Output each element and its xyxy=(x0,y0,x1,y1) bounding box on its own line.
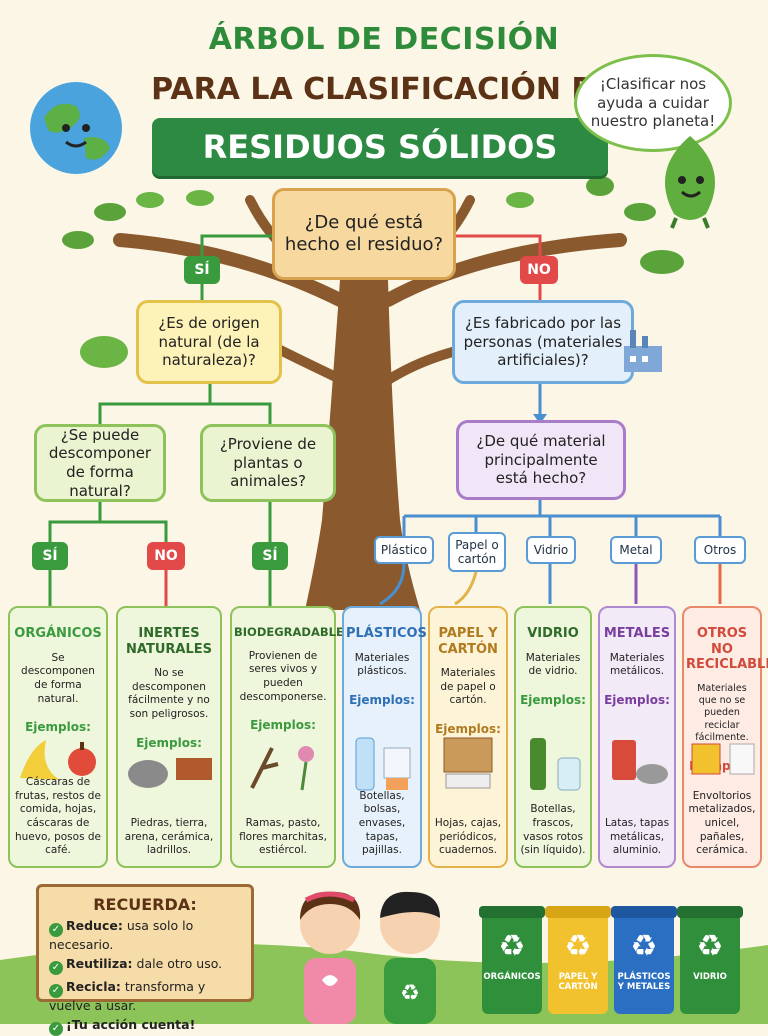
remember-item: ✓Reduce: usa solo lo necesario. xyxy=(49,918,194,952)
bin-vidrio: ♻ VIDRIO xyxy=(677,906,743,1014)
bottle-cup-icon xyxy=(355,737,411,791)
root-question: ¿De qué está hecho el residuo? xyxy=(272,188,456,280)
category-examples: Piedras, tierra, arena, cerámica, ladril… xyxy=(124,817,214,857)
recycle-icon: ♻ xyxy=(630,929,658,964)
category-desc: Materiales metálicos. xyxy=(609,651,665,678)
category-desc: No se descomponen fácilmente y no son pe… xyxy=(128,667,210,721)
category-title: METALES xyxy=(603,626,671,641)
recycle-icon: ♻ xyxy=(498,929,526,964)
category-desc: Materiales plásticos. xyxy=(354,651,410,678)
category-examples-label: Ejemplos: xyxy=(520,692,586,707)
category-desc: Materiales de vidrio. xyxy=(525,651,581,678)
question-artificial: ¿Es fabricado por las personas (material… xyxy=(452,300,634,384)
category-examples-label: Ejemplos: xyxy=(25,720,91,735)
category-card-biodegradables: BIODEGRADABLES Provienen de seres vivos … xyxy=(230,606,353,868)
category-examples: Envoltorios metalizados, unicel, pañales… xyxy=(688,789,756,857)
bin-label: ORGÁNICOS xyxy=(483,972,541,982)
remember-item: ✓Recicla: transforma y vuelve a usar. xyxy=(49,979,206,1013)
branch-flower-icon xyxy=(250,746,314,791)
check-icon: ✓ xyxy=(49,923,63,937)
material-paper: Papel o cartón xyxy=(448,532,506,572)
category-desc: Se descomponen de forma natural. xyxy=(21,651,95,705)
decompose-no-tag: NO xyxy=(147,542,185,570)
category-examples: Cáscaras de frutas, restos de comida, ho… xyxy=(15,776,101,857)
material-others: Otros xyxy=(694,536,746,564)
remember-sign: RECUERDA: ✓Reduce: usa solo lo necesario… xyxy=(36,884,254,1036)
category-desc: Materiales que no se pueden reciclar fác… xyxy=(695,682,749,744)
branch-yes-tag: SÍ xyxy=(184,256,220,284)
check-icon: ✓ xyxy=(49,1022,63,1036)
category-examples: Botellas, bolsas, envases, tapas, pajill… xyxy=(358,789,406,857)
children-illustration: ♻ xyxy=(300,891,440,1024)
plants-yes-tag: SÍ xyxy=(252,542,288,570)
category-examples: Hojas, cajas, periódicos, cuadernos. xyxy=(434,817,502,857)
question-decompose: ¿Se puede descomponer de forma natural? xyxy=(34,424,166,502)
category-card-inertes: INERTES NATURALES No se descomponen fáci… xyxy=(116,606,222,868)
category-title: ORGÁNICOS xyxy=(14,626,102,641)
title-line-2: PARA LA CLASIFICACIÓN DE xyxy=(151,72,617,107)
category-title: PLÁSTICOS xyxy=(346,626,427,641)
banana-apple-icon xyxy=(20,740,96,780)
glass-bottle-jar-icon xyxy=(530,738,581,791)
title-banner: RESIDUOS SÓLIDOS xyxy=(152,118,608,176)
category-examples-label: Ejemplos: xyxy=(250,718,316,733)
category-examples: Latas, tapas metálicas, aluminio. xyxy=(604,817,670,857)
category-card-organicos: ORGÁNICOS Se descomponen de forma natura… xyxy=(8,606,108,868)
leaf-mascot-icon xyxy=(665,136,715,229)
bin-papel-carton: ♻ PAPEL Y CARTÓN xyxy=(545,906,611,1014)
stone-brick-icon xyxy=(128,758,212,788)
remember-item: ✓Reutiliza: dale otro uso. xyxy=(49,956,241,975)
category-examples-label: Ejemplos: xyxy=(604,692,670,707)
question-plants-animals: ¿Proviene de plantas o animales? xyxy=(200,424,336,502)
recycle-icon: ♻ xyxy=(564,929,592,964)
wrapper-cup-icon xyxy=(691,743,755,775)
category-title: OTROS NO RECICLABLES xyxy=(686,626,768,673)
category-title: INERTES NATURALES xyxy=(126,626,212,657)
bin-plasticos-metales: ♻ PLÁSTICOS Y METALES xyxy=(611,906,677,1014)
category-title: VIDRIO xyxy=(527,626,579,641)
category-examples: Botellas, frascos, vasos rotos (sin líqu… xyxy=(520,803,586,857)
category-card-papel: PAPEL Y CARTÓN Materiales de papel o car… xyxy=(428,606,508,868)
category-title: BIODEGRADABLES xyxy=(234,625,353,639)
bin-label: PLÁSTICOS Y METALES xyxy=(617,972,671,993)
category-examples-label: Ejemplos: xyxy=(435,722,501,737)
factory-icon xyxy=(624,330,662,372)
box-newspaper-icon xyxy=(443,737,493,789)
material-plastic: Plástico xyxy=(374,536,434,564)
category-card-metales: METALES Materiales metálicos. Ejemplos: … xyxy=(598,606,676,868)
svg-text:♻: ♻ xyxy=(400,981,420,1006)
question-natural-origin: ¿Es de origen natural (de la naturaleza)… xyxy=(136,300,282,384)
bin-organicos: ♻ ORGÁNICOS xyxy=(479,906,545,1014)
bin-label: PAPEL Y CARTÓN xyxy=(558,972,598,993)
remember-item: ✓¡Tu acción cuenta! xyxy=(49,1017,241,1036)
material-glass: Vidrio xyxy=(526,536,576,564)
check-icon: ✓ xyxy=(49,961,63,975)
earth-mascot-icon xyxy=(30,82,122,174)
decompose-yes-tag: SÍ xyxy=(32,542,68,570)
remember-title: RECUERDA: xyxy=(93,895,197,914)
category-desc: Provienen de seres vivos y pueden descom… xyxy=(239,649,327,703)
branch-no-tag: NO xyxy=(520,256,558,284)
category-examples-label: Ejemplos: xyxy=(349,692,415,707)
category-card-plasticos: PLÁSTICOS Materiales plásticos. Ejemplos… xyxy=(342,606,427,868)
check-icon: ✓ xyxy=(49,984,63,998)
speech-bubble: ¡Clasificar nos ayuda a cuidar nuestro p… xyxy=(574,54,732,152)
title-line-1: ÁRBOL DE DECISIÓN xyxy=(208,22,560,57)
material-metal: Metal xyxy=(610,536,662,564)
category-card-vidrio: VIDRIO Materiales de vidrio. Ejemplos: B… xyxy=(514,606,592,868)
category-card-otros: OTROS NO RECICLABLES Materiales que no s… xyxy=(682,606,768,868)
category-title: PAPEL Y CARTÓN xyxy=(438,626,498,657)
can-lid-icon xyxy=(612,740,668,784)
question-main-material: ¿De qué material principalmente está hec… xyxy=(456,420,626,500)
category-examples-label: Ejemplos: xyxy=(136,735,202,750)
category-examples: Ramas, pasto, flores marchitas, estiérco… xyxy=(239,817,327,857)
recycle-icon: ♻ xyxy=(696,929,724,964)
category-desc: Materiales de papel o cartón. xyxy=(440,667,496,707)
bin-label: VIDRIO xyxy=(693,972,727,982)
